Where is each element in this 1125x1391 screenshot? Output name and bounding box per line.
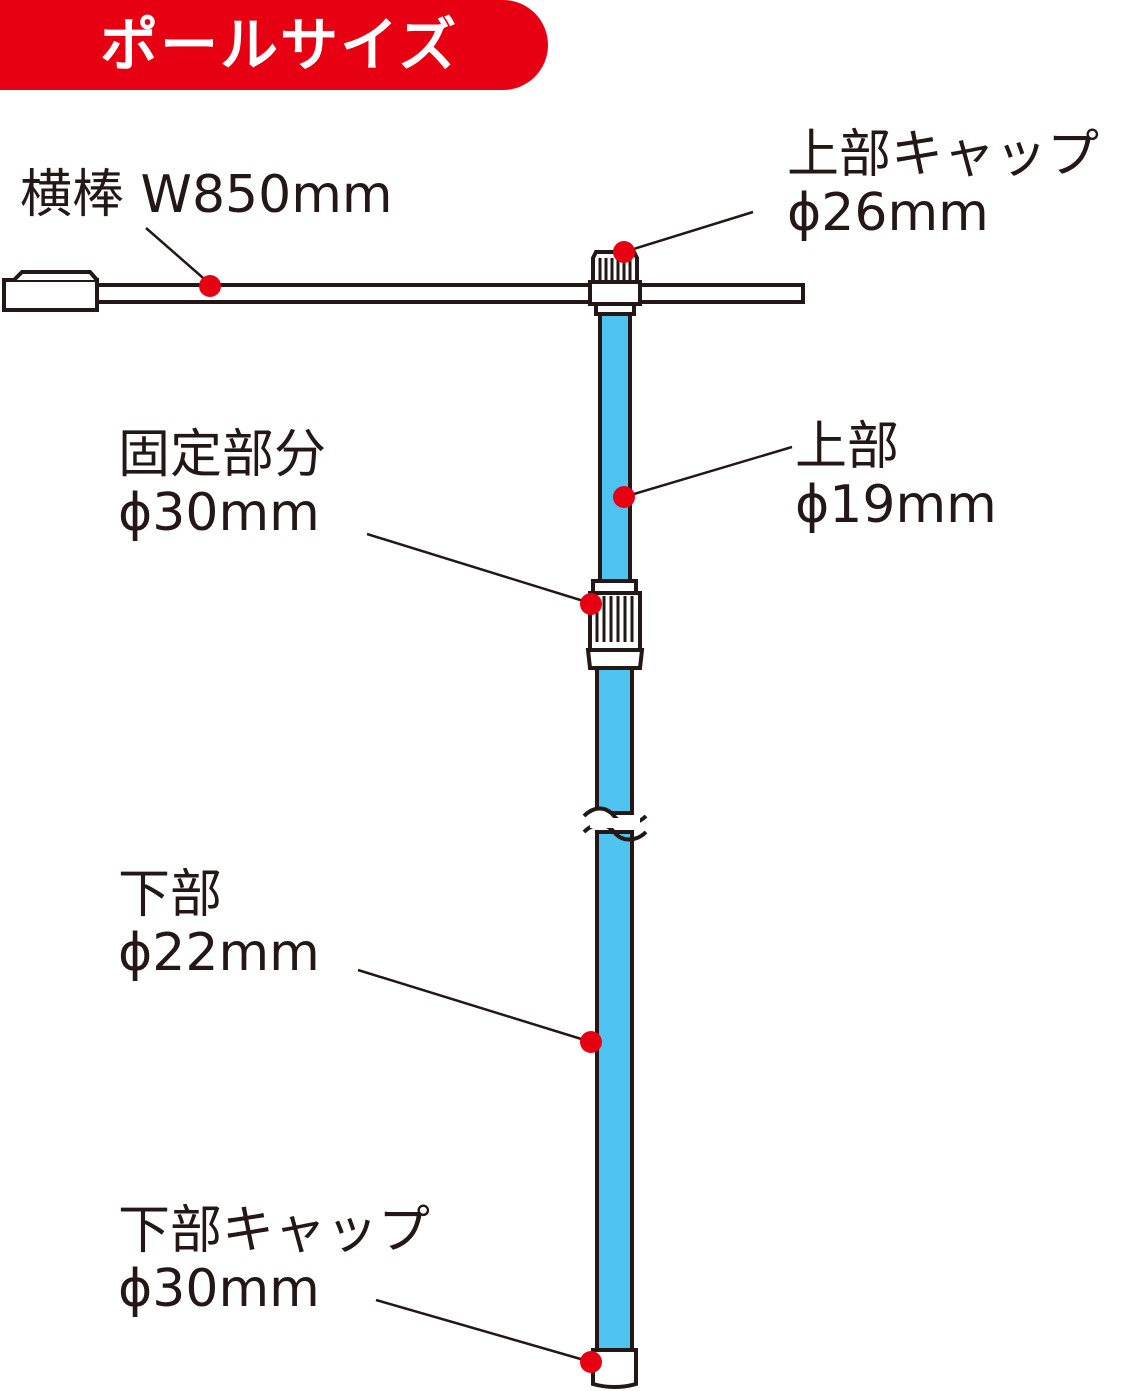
leader-fixing <box>366 532 591 605</box>
label-crossbar: 横棒 W850mm <box>20 166 393 224</box>
diagram-title: ポールサイズ <box>100 11 459 79</box>
marker-top-cap <box>613 241 635 263</box>
upper-pole <box>598 310 632 586</box>
bottom-cap-name: 下部キャップ <box>118 1201 431 1261</box>
leader-lower <box>357 968 592 1044</box>
bottom-cap-size: ϕ30mm <box>118 1259 320 1319</box>
marker-crossbar <box>199 275 221 297</box>
lower-pole-bottom-segment <box>595 830 634 1354</box>
leader-upper <box>623 445 793 499</box>
leader-top-cap <box>623 210 754 254</box>
lower-name: 下部 <box>118 865 223 925</box>
label-upper: 上部 ϕ19mm <box>795 418 997 534</box>
leader-bottom-cap <box>375 1298 592 1364</box>
marker-bottom-cap <box>580 1351 602 1373</box>
title-badge: ポールサイズ <box>0 0 548 90</box>
fixing-name: 固定部分 <box>118 425 327 485</box>
label-bottom-cap: 下部キャップ ϕ30mm <box>118 1202 430 1318</box>
crossbar-end-grip-top <box>12 270 99 282</box>
leader-crossbar <box>145 227 211 285</box>
label-fixing: 固定部分 ϕ30mm <box>118 426 326 542</box>
crossbar-end-grip <box>2 278 99 312</box>
marker-lower <box>580 1031 602 1053</box>
crossbar-text: 横棒 W850mm <box>20 165 393 225</box>
label-lower: 下部 ϕ22mm <box>118 866 320 982</box>
marker-upper <box>613 486 635 508</box>
upper-size: ϕ19mm <box>795 475 997 535</box>
label-top-cap: 上部キャップ ϕ26mm <box>787 126 1099 242</box>
top-cap-name: 上部キャップ <box>787 125 1100 185</box>
top-cap-size: ϕ26mm <box>787 183 989 243</box>
fixing-collar <box>585 579 645 670</box>
lower-size: ϕ22mm <box>118 923 320 983</box>
fixing-size: ϕ30mm <box>118 483 320 543</box>
marker-fixing <box>580 593 602 615</box>
break-gap <box>590 818 640 828</box>
top-cap <box>588 250 642 316</box>
upper-name: 上部 <box>795 417 900 477</box>
lower-pole-top-segment <box>595 666 634 815</box>
bottom-cap <box>591 1348 638 1389</box>
